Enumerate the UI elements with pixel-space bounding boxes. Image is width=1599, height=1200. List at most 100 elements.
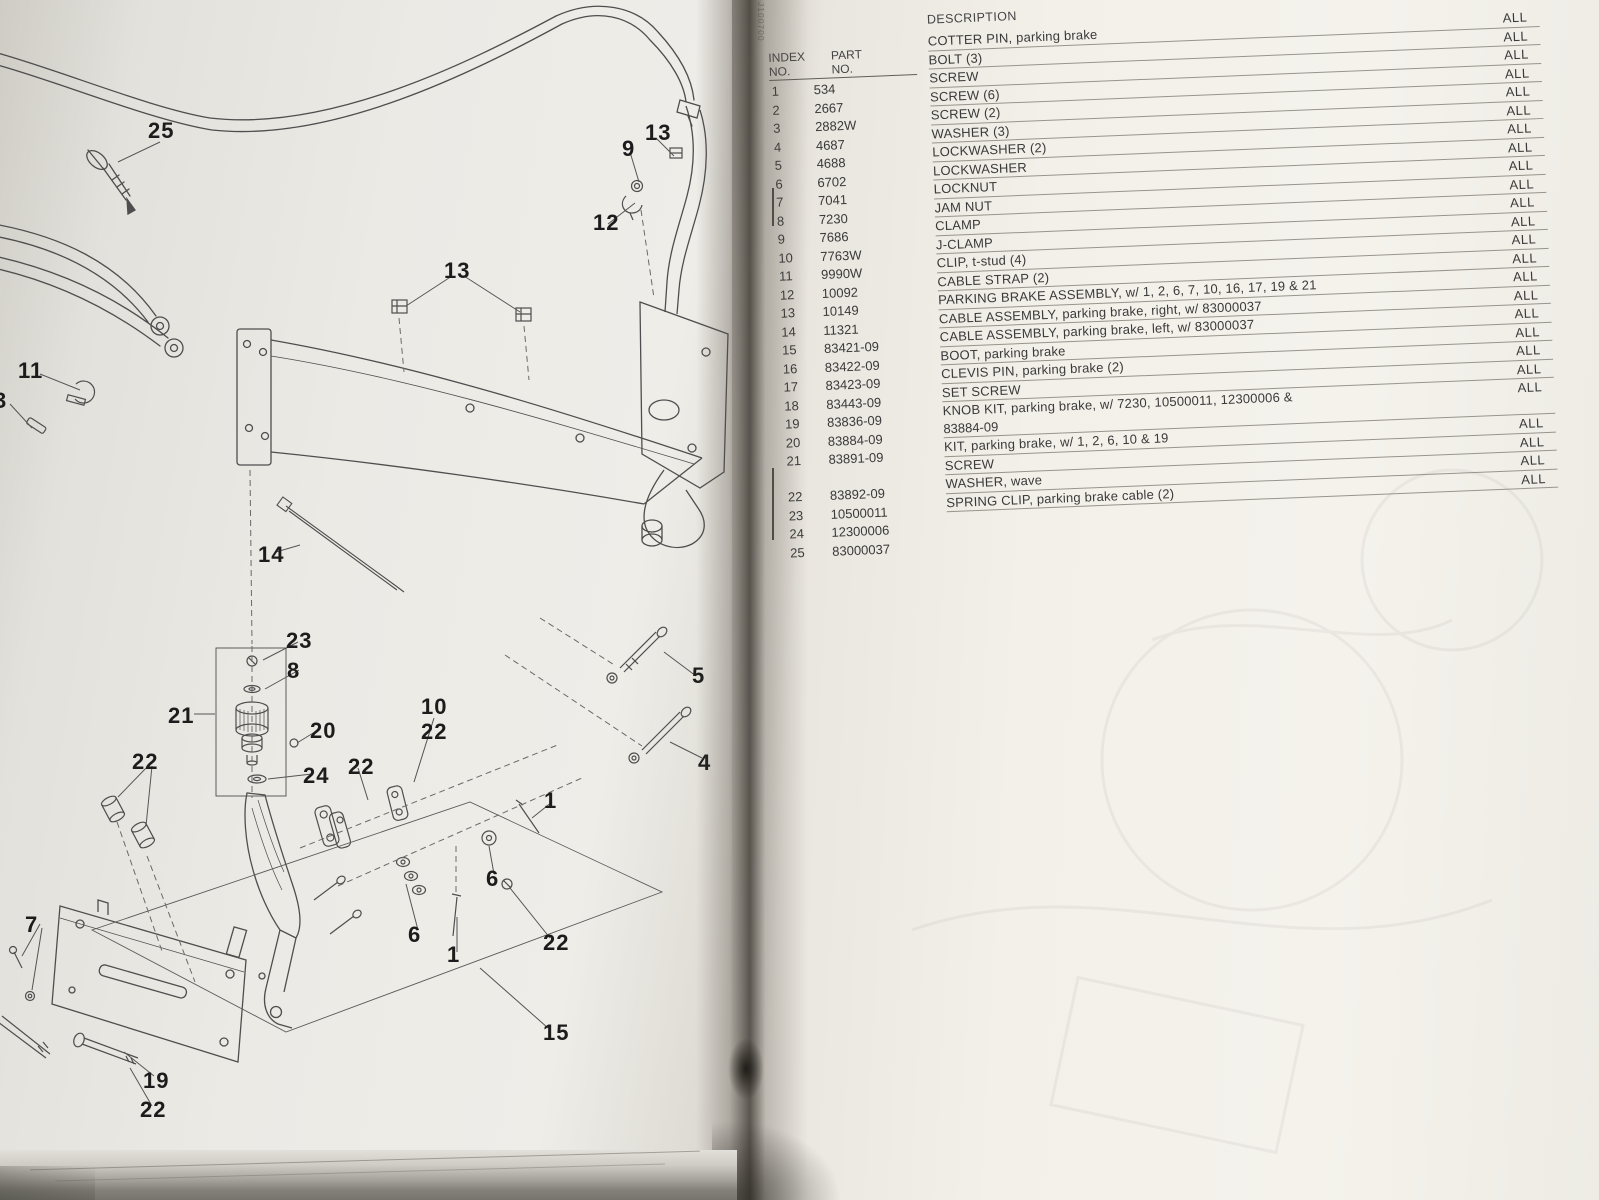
applicability: ALL <box>1516 360 1542 377</box>
index-no: 20 <box>785 434 801 451</box>
index-no: 25 <box>789 544 805 561</box>
applicability: ALL <box>1506 120 1533 137</box>
diagram-callout-22: 22 <box>132 749 159 774</box>
applicability: ALL <box>1515 342 1541 359</box>
applicability: ALL <box>1515 323 1541 340</box>
applicability: ALL <box>1509 175 1535 192</box>
index-no: 7 <box>775 194 784 210</box>
applicability: ALL <box>1513 286 1539 303</box>
links-washers-pins <box>313 785 540 937</box>
hand-lever <box>244 792 301 1029</box>
applicability: ALL <box>1508 157 1534 174</box>
diagram-callout-23: 23 <box>286 628 313 653</box>
diagram-callout-22: 22 <box>421 719 448 744</box>
index-no: 1 <box>771 83 780 99</box>
diagram-callout-19: 19 <box>143 1068 170 1093</box>
applicability: ALL <box>1518 415 1544 432</box>
diagram-callout-12: 12 <box>593 210 620 235</box>
diagram-callout-9: 9 <box>622 136 636 161</box>
binding-shadow-spot <box>728 1038 764 1100</box>
applicability: ALL <box>1520 452 1546 469</box>
diagram-callout-6: 6 <box>486 866 500 891</box>
index-no: 16 <box>782 360 798 377</box>
spacers <box>100 795 156 849</box>
index-no: 8 <box>776 212 785 229</box>
diagram-callout-21: 21 <box>168 703 195 728</box>
diagram-callout-22: 22 <box>140 1097 167 1122</box>
index-no: 6 <box>775 176 783 192</box>
cable-strap <box>276 496 405 593</box>
applicability: ALL <box>1519 433 1545 450</box>
part-no: 83891-09 <box>828 449 884 467</box>
cables <box>0 5 701 358</box>
corner-shadow <box>0 1166 95 1200</box>
index-no: 12 <box>779 286 795 303</box>
index-no: 11 <box>778 268 793 284</box>
diagram-callout-4: 4 <box>698 750 712 775</box>
table-body: 1 534 COTTER PIN, parking brake ALL 2 26… <box>769 8 1560 563</box>
index-no: 9 <box>777 231 786 247</box>
part-no-header: PART NO. <box>830 47 863 77</box>
dashed-lines <box>116 209 655 983</box>
diagram-callout-22: 22 <box>543 930 570 955</box>
index-no: 17 <box>783 379 799 395</box>
diagram-callout-1: 1 <box>544 788 558 813</box>
detail-boundary <box>90 801 664 1033</box>
index-no: 21 <box>786 453 802 469</box>
applicability: ALL <box>1507 138 1533 155</box>
applicability: ALL <box>1510 212 1536 229</box>
base-plate <box>51 899 248 1063</box>
index-no: 15 <box>781 342 797 358</box>
applicability: ALL <box>1502 9 1528 26</box>
applicability: ALL <box>1512 249 1538 266</box>
frame-bracket <box>236 328 703 505</box>
applicability: ALL <box>1517 379 1543 396</box>
diagram-callout-15: 15 <box>543 1020 570 1045</box>
applicability: ALL <box>1511 231 1537 248</box>
right-page: J100700 INDEX NO. PART NO. DESCRIPTION <box>732 0 1599 1200</box>
index-no: 14 <box>781 323 797 340</box>
diagram-callout-11: 11 <box>18 358 44 383</box>
diagram-callout-13: 13 <box>645 120 672 145</box>
index-no: 19 <box>784 416 800 432</box>
diagram-callout-22: 22 <box>348 754 375 779</box>
fasteners-bottom <box>0 945 139 1065</box>
applicability: ALL <box>1505 83 1531 100</box>
applicability: ALL <box>1503 46 1530 63</box>
applicability: ALL <box>1503 27 1529 44</box>
part-no: 83000037 <box>831 541 891 559</box>
index-no-header: INDEX NO. <box>768 49 806 79</box>
diagram-callout-25: 25 <box>148 118 175 143</box>
index-no: 24 <box>789 525 805 542</box>
diagram-callout-1: 1 <box>447 942 461 967</box>
parts-table: INDEX NO. PART NO. DESCRIPTION 1 5 3 4 <box>768 8 1560 563</box>
index-no: 5 <box>774 157 783 173</box>
revision-bar <box>772 468 774 540</box>
index-no: 13 <box>780 305 796 321</box>
exploded-diagram <box>0 5 729 1107</box>
diagram-callout-13: 13 <box>444 258 471 283</box>
index-no: 3 <box>772 120 781 136</box>
diagram-callout-7: 7 <box>25 912 39 937</box>
diagram-callout-10: 10 <box>421 694 448 719</box>
page-stack-edge <box>0 1150 737 1200</box>
applicability: ALL <box>1520 470 1547 487</box>
applicability: ALL <box>1504 64 1530 81</box>
index-no: 23 <box>788 507 804 524</box>
applicability: ALL <box>1514 305 1540 322</box>
diagram-callout-3: 3 <box>0 388 8 413</box>
description-header: DESCRIPTION <box>926 8 1017 27</box>
index-part-header: INDEX NO. PART NO. <box>768 45 918 81</box>
index-no: 18 <box>784 397 800 414</box>
applicability: ALL <box>1512 268 1539 285</box>
diagram-callout-5: 5 <box>692 663 706 688</box>
index-no: 4 <box>773 139 782 155</box>
index-no: 2 <box>772 102 780 118</box>
form-number: J100700 <box>756 2 766 42</box>
index-no: 10 <box>778 249 794 266</box>
fasteners-right <box>606 626 692 764</box>
applicability: ALL <box>1509 194 1536 211</box>
